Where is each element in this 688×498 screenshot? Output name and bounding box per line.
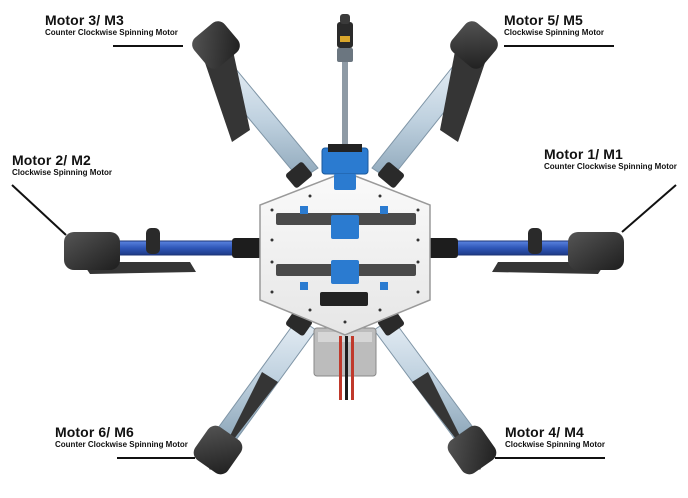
label-m5-underline	[504, 45, 614, 47]
label-m1-rotation: Counter Clockwise Spinning Motor	[544, 162, 677, 171]
label-m1-title: Motor 1/ M1	[544, 146, 623, 162]
label-m3-underline	[113, 45, 183, 47]
motor-pod-m5	[440, 21, 498, 142]
label-m4: Motor 4/ M4 Clockwise Spinning Motor	[495, 424, 606, 459]
label-m5-rotation: Clockwise Spinning Motor	[504, 28, 605, 37]
label-m6-underline	[117, 457, 195, 459]
motor-pod-m4	[412, 372, 497, 475]
motor-pod-m2	[64, 228, 196, 274]
leader-m1	[621, 184, 677, 233]
label-m6-title: Motor 6/ M6	[55, 424, 134, 440]
callout-leaders	[11, 184, 677, 236]
label-m2-title: Motor 2/ M2	[12, 152, 91, 168]
label-m2-rotation: Clockwise Spinning Motor	[12, 168, 113, 177]
arm-m4	[373, 310, 473, 439]
leader-m2	[11, 184, 67, 236]
center-frame-plate	[259, 171, 431, 336]
label-m4-title: Motor 4/ M4	[505, 424, 584, 440]
label-m5-title: Motor 5/ M5	[504, 12, 583, 28]
label-m6-rotation: Counter Clockwise Spinning Motor	[55, 440, 188, 449]
lower-body	[313, 327, 377, 400]
label-m3: Motor 3/ M3 Counter Clockwise Spinning M…	[45, 12, 183, 47]
arm-m6	[217, 310, 317, 441]
motor-pod-m1	[492, 228, 624, 274]
arm-m2	[109, 238, 262, 258]
motor-pod-m6	[193, 372, 278, 475]
gps-mast	[337, 14, 353, 155]
label-m4-underline	[495, 457, 605, 459]
label-m4-rotation: Clockwise Spinning Motor	[505, 440, 606, 449]
label-m6: Motor 6/ M6 Counter Clockwise Spinning M…	[55, 424, 195, 459]
label-m1: Motor 1/ M1 Counter Clockwise Spinning M…	[544, 146, 677, 172]
motor-pod-m3	[192, 21, 250, 142]
label-m3-rotation: Counter Clockwise Spinning Motor	[45, 28, 178, 37]
label-m5: Motor 5/ M5 Clockwise Spinning Motor	[504, 12, 614, 47]
arm-m1	[428, 238, 581, 258]
top-mount	[321, 144, 369, 190]
label-m2: Motor 2/ M2 Clockwise Spinning Motor	[12, 152, 112, 178]
label-m3-title: Motor 3/ M3	[45, 12, 124, 28]
